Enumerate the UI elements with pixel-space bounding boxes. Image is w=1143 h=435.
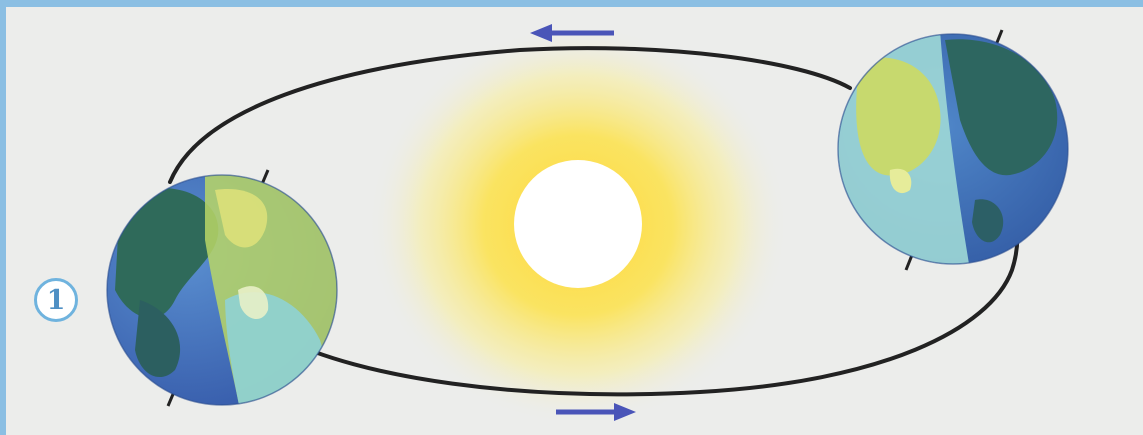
frame-left-border — [0, 0, 6, 435]
orbit-path-bottom — [278, 210, 1020, 397]
sun-icon — [368, 25, 788, 425]
sun-core — [514, 160, 642, 288]
earth-globe-icon — [106, 169, 338, 407]
frame-top-border — [0, 0, 1143, 7]
arrow-right-icon — [556, 403, 636, 421]
earth-globe-icon — [837, 29, 1069, 271]
step-number-label: 1 — [46, 284, 66, 316]
step-number-badge: 1 — [34, 278, 78, 322]
orbit-path-top — [168, 46, 852, 184]
arrow-left-icon — [530, 24, 614, 42]
